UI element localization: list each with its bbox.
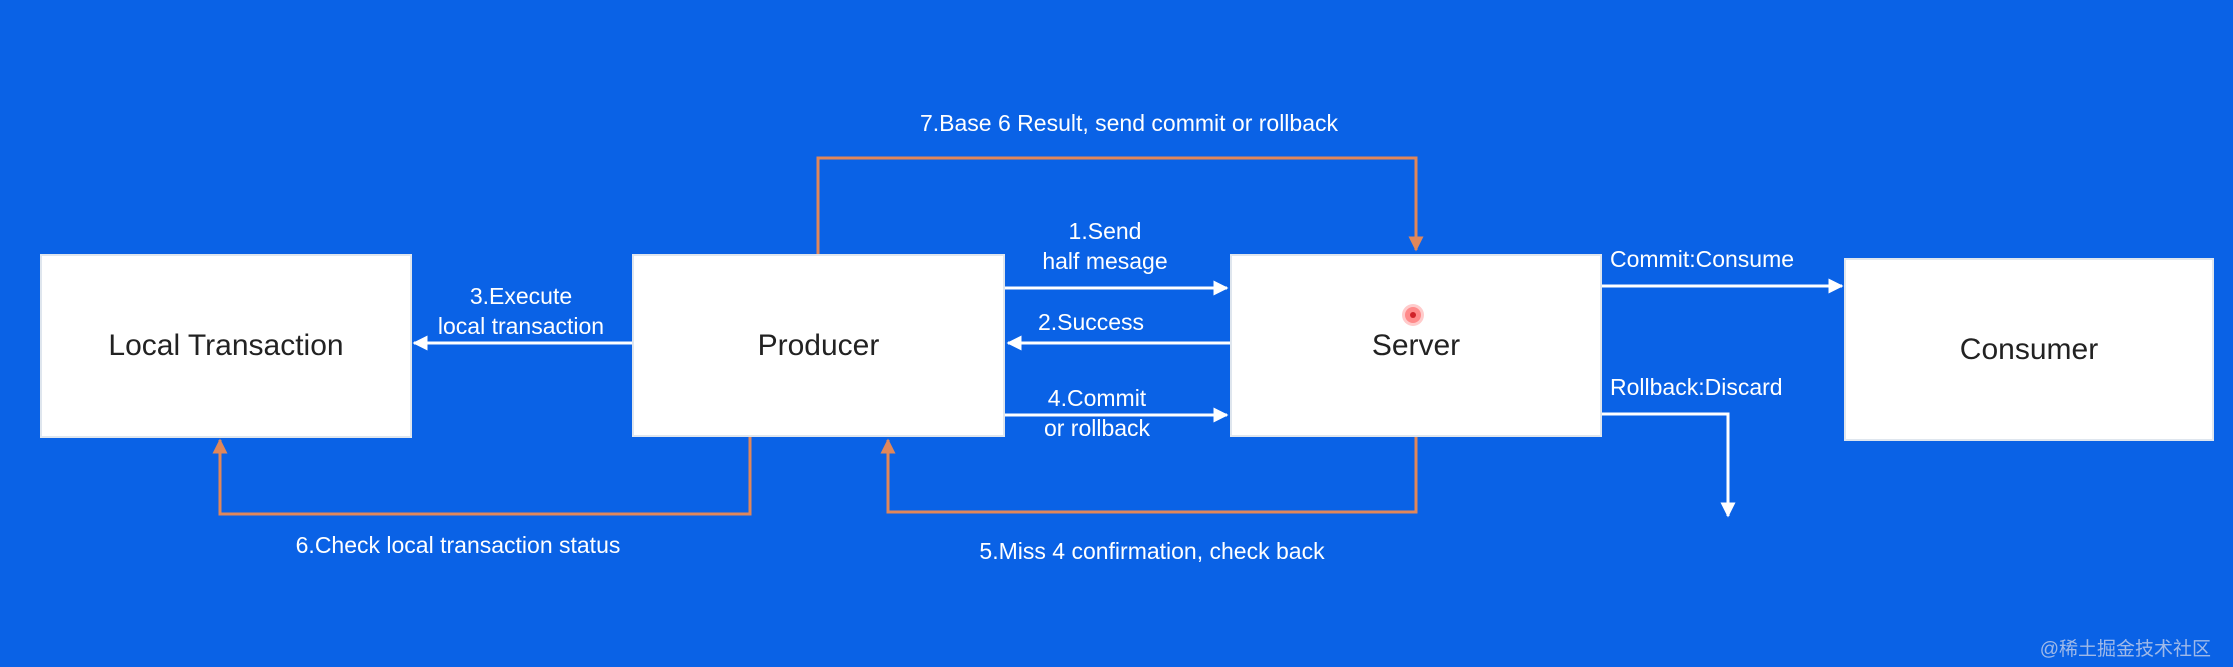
node-server-label: Server [1371,328,1461,362]
edge-label-step1: 1.Send half mesage [1042,216,1167,276]
node-producer-label: Producer [757,328,880,362]
edge-label-step1-line1: 1.Send [1068,218,1142,244]
node-local-transaction: Local Transaction [40,254,412,438]
arrow-base-result-send-commit [816,156,1424,254]
edge-label-step4-line2: or rollback [1043,415,1151,441]
edge-label-step6: 6.Check local transaction status [295,532,621,558]
node-producer: Producer [632,254,1005,437]
edge-label-rollback-discard: Rollback:Discard [1610,374,1783,400]
pointer-cursor [1405,307,1421,323]
node-consumer: Consumer [1844,258,2214,441]
edge-label-step3-line2: local transaction [437,313,605,339]
edge-label-step3-line1: 3.Execute [469,283,573,309]
edge-label-step7: 7.Base 6 Result, send commit or rollback [919,110,1339,136]
node-server: Server [1230,254,1602,437]
watermark: @稀土掘金技术社区 [2039,639,2211,660]
node-consumer-label: Consumer [1959,332,2099,366]
edge-label-step3: 3.Execute local transaction [438,281,604,341]
arrow-check-local-transaction-status [212,437,752,516]
edge-label-step4-line1: 4.Commit [1047,385,1147,411]
arrow-miss-confirmation-check-back [880,437,1418,514]
edge-label-step2: 2.Success [1037,309,1145,335]
edge-label-step4: 4.Commit or rollback [1044,383,1150,443]
edge-label-step1-line2: half mesage [1042,248,1168,274]
node-local-transaction-label: Local Transaction [108,329,344,362]
arrow-rollback-discard [1602,412,1736,518]
edge-label-commit-consume: Commit:Consume [1610,246,1795,272]
edge-label-step5: 5.Miss 4 confirmation, check back [979,538,1325,564]
